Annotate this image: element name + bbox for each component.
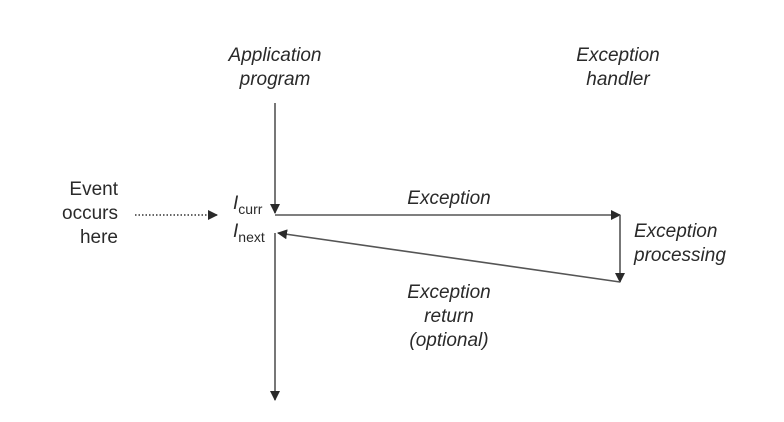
handler-label-line1: Exception (576, 45, 660, 66)
event-line2: occurs (62, 203, 118, 224)
i-next-sub: next (238, 229, 265, 245)
return-line2: return (424, 306, 474, 327)
event-label: Event occurs here (20, 178, 118, 250)
return-line1: Exception (407, 282, 491, 303)
return-line3: (optional) (409, 330, 489, 351)
i-curr-sub: curr (238, 201, 263, 217)
i-next-base: I (233, 221, 239, 242)
event-line1: Event (69, 179, 118, 200)
app-label-line1: Application (228, 45, 322, 66)
handler-label-line2: handler (586, 69, 650, 90)
application-program-label: Application program (205, 44, 345, 92)
exception-processing-label: Exception processing (634, 220, 726, 268)
exception-return-label: Exception return (optional) (379, 281, 519, 353)
processing-line1: Exception (634, 221, 718, 242)
exception-return-arrow (277, 229, 621, 283)
exception-handler-label: Exception handler (548, 44, 688, 92)
exception-label: Exception (407, 188, 491, 209)
i-curr-label: Icurr (233, 192, 263, 217)
event-line3: here (79, 227, 118, 248)
i-next-label: Inext (233, 220, 265, 245)
app-label-line2: program (239, 69, 311, 90)
processing-line2: processing (634, 245, 726, 266)
i-curr-base: I (233, 193, 239, 214)
